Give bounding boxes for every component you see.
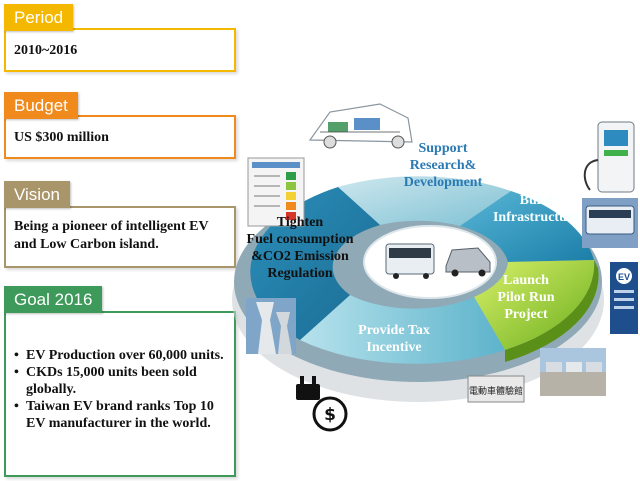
segment-tax-incentive <box>300 295 505 364</box>
power-plant-photo <box>246 298 296 354</box>
period-label: Period <box>14 8 64 27</box>
launch-segment-edge <box>505 260 599 362</box>
goal-card: EV Production over 60,000 units. CKDs 15… <box>4 286 240 478</box>
goal-item: Taiwan EV brand ranks Top 10 EV manufact… <box>14 398 226 432</box>
segment-support-research <box>338 176 511 226</box>
segment-build-infrastructure <box>460 191 594 262</box>
vision-box: Being a pioneer of intelligent EV and Lo… <box>4 206 236 268</box>
budget-value: US $300 million <box>14 130 109 145</box>
fuel-label-icon <box>247 157 305 227</box>
label-support-research: Support Research& Development <box>403 141 483 190</box>
goal-box: EV Production over 60,000 units. CKDs 15… <box>4 311 236 477</box>
label-tighten-regulation: Tighten Fuel consumption &CO2 Emission R… <box>246 215 354 281</box>
vision-card: Being a pioneer of intelligent EV and Lo… <box>4 181 240 271</box>
ev-museum-photo: 電動車體驗館 <box>467 375 525 403</box>
period-value: 2010~2016 <box>14 43 78 58</box>
goal-tab: Goal 2016 <box>4 286 103 313</box>
label-build-infrastructure: Build Infrastructure <box>492 193 580 225</box>
period-tab: Period <box>4 4 74 31</box>
bus-icon <box>385 243 435 279</box>
vision-value: Being a pioneer of intelligent EV and Lo… <box>14 219 209 252</box>
period-box: 2010~2016 <box>4 28 236 72</box>
budget-tab: Budget <box>4 92 78 119</box>
vision-label: Vision <box>14 185 60 204</box>
ev-sign-text: EV <box>618 272 630 282</box>
ev-sign-photo: EV <box>610 262 638 334</box>
ev-schematic-icon <box>308 103 413 149</box>
vision-tab: Vision <box>4 181 70 208</box>
label-launch-pilot: Launch Pilot Run Project <box>497 273 555 322</box>
goal-list: EV Production over 60,000 units. CKDs 15… <box>14 347 226 432</box>
goal-item: EV Production over 60,000 units. <box>14 347 226 364</box>
period-card: 2010~2016 Period <box>4 4 240 72</box>
goal-item: CKDs 15,000 units been sold globally. <box>14 364 226 398</box>
budget-box: US $300 million <box>4 115 236 159</box>
charging-station-icon <box>583 121 635 193</box>
label-tax-incentive: Provide Tax Incentive <box>358 323 430 355</box>
car-icon <box>445 247 491 277</box>
ev-bus-photo <box>582 198 638 248</box>
svg-text:$: $ <box>324 405 336 425</box>
budget-label: Budget <box>14 96 68 115</box>
plug-money-icon: $ <box>296 376 348 432</box>
budget-card: US $300 million Budget <box>4 92 240 160</box>
segment-launch-pilot <box>474 260 595 350</box>
charging-lot-photo <box>540 348 606 396</box>
goal-label: Goal 2016 <box>14 290 93 309</box>
ev-museum-sign-text: 電動車體驗館 <box>469 385 523 397</box>
